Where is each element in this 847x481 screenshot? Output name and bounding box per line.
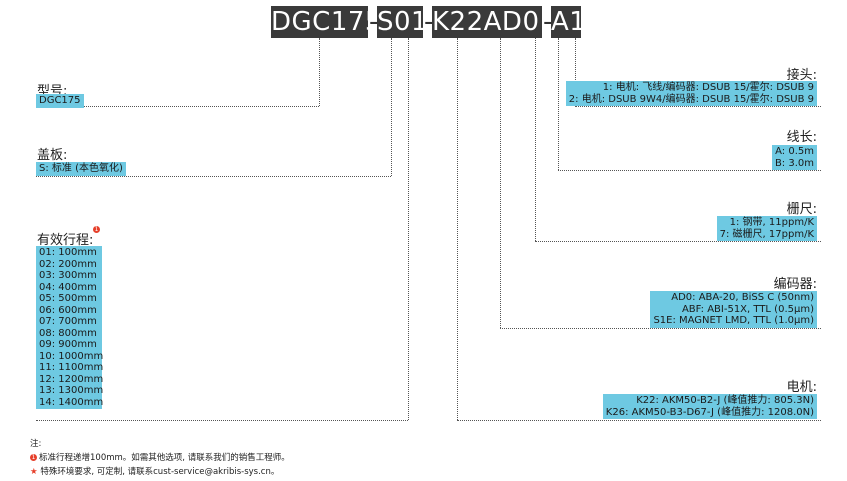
code-motor-encoder: K22AD01 [432, 6, 557, 38]
cable-option: B: 3.0m [774, 157, 814, 169]
stroke-option: 02: 200mm [39, 258, 97, 270]
cover-title: 盖板: [37, 148, 68, 163]
stroke-option: 12: 1200mm [39, 373, 104, 385]
leader-motor-h [457, 420, 821, 421]
encoder-option: AD0: ABA-20, BiSS C (50nm) [671, 292, 814, 303]
connector-option: 1: 电机: 飞线/编码器: DSUB 15/霍尔: DSUB 9 [602, 82, 814, 93]
cover-options: S: 标准 (本色氧化) [36, 162, 126, 176]
note-1-text: 标准行程递增100mm。如需其他选项, 请联系我们的销售工程师。 [39, 453, 290, 463]
motor-title: 电机: [786, 380, 817, 395]
leader-encoder-h [500, 328, 821, 329]
scale-option: 7: 磁栅尺, 17ppm/K [719, 228, 814, 240]
encoder-title: 编码器: [773, 277, 817, 292]
leader-encoder-v [500, 38, 501, 328]
motor-option: K22: AKM50-B2-J (峰值推力: 805.3N) [636, 395, 814, 406]
note-2: ★ 特殊环境要求, 可定制, 请联系cust-service@akribis-s… [30, 465, 279, 477]
stroke-option: 09: 900mm [39, 339, 97, 350]
leader-cover-v [391, 38, 392, 176]
note-marker-icon: 1 [30, 454, 37, 461]
stroke-option: 05: 500mm [39, 293, 97, 304]
leader-cable-v [558, 38, 559, 170]
leader-scale-h [535, 241, 821, 242]
note-2-text: 特殊环境要求, 可定制, 请联系cust-service@akribis-sys… [40, 467, 280, 477]
notes-label: 注: [30, 439, 42, 449]
cable-option: A: 0.5m [775, 146, 814, 157]
code-model: DGC175 [271, 6, 382, 38]
encoder-option: ABF: ABI-51X, TTL (0.5μm) [681, 303, 814, 315]
scale-options: 1: 钢带, 11ppm/K 7: 磁栅尺, 17ppm/K [716, 216, 817, 241]
leader-model-h [36, 106, 319, 107]
stroke-option: 10: 1000mm [39, 350, 104, 362]
model-options: DGC175 [36, 94, 84, 108]
model-option: DGC175 [39, 95, 81, 106]
leader-stroke-h [36, 420, 408, 421]
code-dash: - [543, 7, 553, 37]
stroke-option: 08: 800mm [39, 327, 97, 339]
cable-options: A: 0.5m B: 3.0m [771, 145, 817, 170]
stroke-option: 03: 300mm [39, 270, 97, 281]
stroke-title: 有效行程: [37, 233, 94, 248]
cover-option: S: 标准 (本色氧化) [39, 163, 123, 174]
code-cover: S01 [377, 6, 429, 38]
connector-title: 接头: [786, 68, 817, 83]
leader-stroke-v [408, 38, 409, 420]
stroke-option: 01: 100mm [39, 247, 97, 258]
scale-option: 1: 钢带, 11ppm/K [729, 217, 814, 228]
connector-option: 2: 电机: DSUB 9W4/编码器: DSUB 15/霍尔: DSUB 9 [568, 93, 814, 105]
leader-connector-v [575, 38, 576, 106]
code-connector: A1 [551, 6, 587, 38]
note-marker-icon: 1 [93, 226, 100, 233]
motor-options: K22: AKM50-B2-J (峰值推力: 805.3N) K26: AKM5… [602, 394, 817, 419]
leader-model-v [319, 38, 320, 106]
cable-title: 线长: [786, 130, 817, 145]
code-dash: - [369, 7, 379, 37]
code-dash: - [424, 7, 434, 37]
stroke-option: 11: 1100mm [39, 362, 104, 373]
stroke-option: 13: 1300mm [39, 385, 104, 396]
leader-cable-h [558, 170, 821, 171]
leader-connector-h [575, 106, 821, 107]
connector-options: 1: 电机: 飞线/编码器: DSUB 15/霍尔: DSUB 9 2: 电机:… [565, 81, 817, 106]
leader-motor-v [457, 38, 458, 420]
encoder-options: AD0: ABA-20, BiSS C (50nm) ABF: ABI-51X,… [650, 291, 817, 328]
stroke-option: 14: 1400mm [39, 396, 104, 408]
leader-cover-h [36, 176, 391, 177]
leader-scale-v [535, 38, 536, 241]
encoder-option: S1E: MAGNET LMD, TTL (1.0μm) [653, 315, 814, 326]
stroke-option: 04: 400mm [39, 281, 97, 293]
stroke-options: 01: 100mm 02: 200mm 03: 300mm 04: 400mm … [36, 246, 104, 409]
motor-option: K26: AKM50-B3-D67-J (峰值推力: 1208.0N) [605, 406, 814, 418]
star-icon: ★ [30, 467, 38, 477]
stroke-option: 07: 700mm [39, 316, 97, 327]
stroke-option: 06: 600mm [39, 304, 97, 316]
scale-title: 栅尺: [786, 202, 817, 217]
